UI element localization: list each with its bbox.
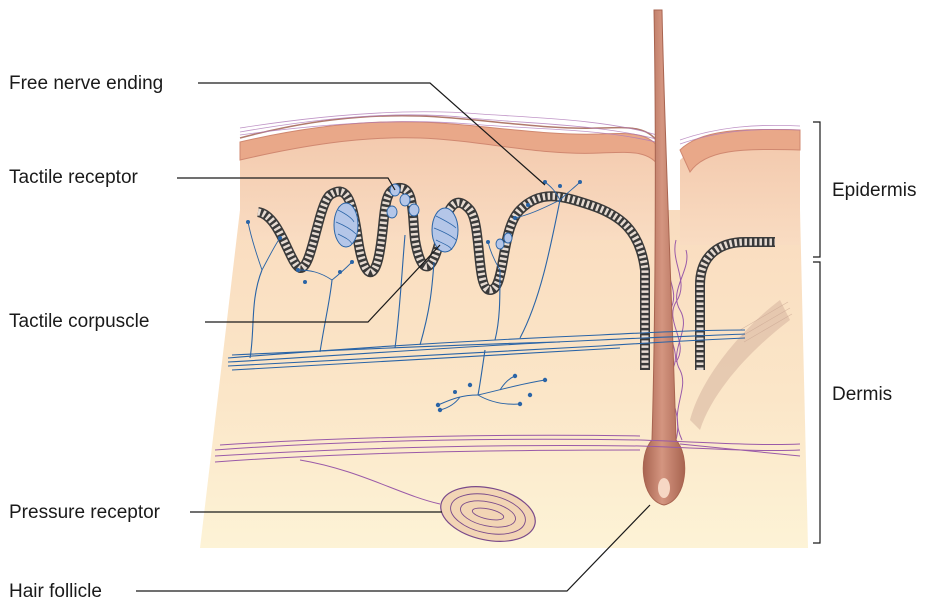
hair-bulb-papilla [658,478,670,498]
label-tactile-receptor: Tactile receptor [9,168,138,187]
brackets [813,122,820,543]
label-dermis: Dermis [832,385,892,404]
bracket-epidermis [813,122,820,257]
label-pressure-receptor: Pressure receptor [9,503,160,522]
label-tactile-corpuscle: Tactile corpuscle [9,312,149,331]
label-free-nerve-ending: Free nerve ending [9,74,163,93]
label-epidermis: Epidermis [832,181,916,200]
label-hair-follicle: Hair follicle [9,582,102,601]
bracket-dermis [813,262,820,543]
